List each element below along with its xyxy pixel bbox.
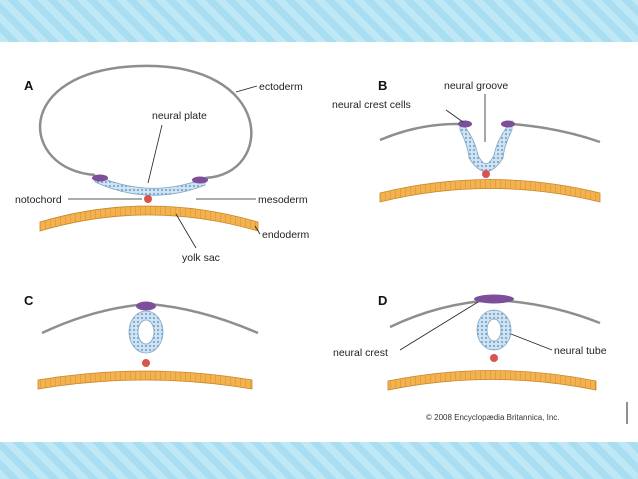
yolk-sac-leader <box>175 213 197 249</box>
panel-d: D neural crest neural tube <box>333 293 607 391</box>
label-endoderm: endoderm <box>262 229 310 241</box>
label-yolk-sac: yolk sac <box>182 252 220 264</box>
label-notochord: notochord <box>15 194 62 206</box>
yolk-sac-d <box>387 370 597 391</box>
label-neural-crest: neural crest <box>333 347 388 359</box>
endoderm-leader <box>254 225 261 235</box>
neural-crest-cells-left <box>458 120 472 128</box>
label-neural-crest-cells: neural crest cells <box>332 99 411 111</box>
neural-crest-leader <box>399 301 479 351</box>
notochord-a <box>144 195 152 203</box>
label-neural-groove: neural groove <box>444 80 508 92</box>
bottom-decorative-band <box>0 442 638 479</box>
notochord-c <box>142 359 150 367</box>
neural-tube-lumen-c <box>137 319 155 345</box>
copyright-credit: © 2008 Encyclopædia Britannica, Inc. <box>426 413 560 422</box>
neural-crest-c <box>136 301 156 311</box>
ectoderm-leader <box>235 85 258 93</box>
neural-crest-cells-leader <box>445 109 464 123</box>
neural-crest-cells-right <box>501 120 515 128</box>
label-neural-tube: neural tube <box>554 345 607 357</box>
yolk-sac-b <box>379 179 601 203</box>
panel-a: A ectoderm neural plate notochord mesode… <box>15 64 310 264</box>
ectoderm-shell <box>38 64 253 180</box>
panel-b: B neural crest cells neural groove <box>332 78 601 203</box>
label-mesoderm: mesoderm <box>258 194 308 206</box>
neural-crest-mark-right <box>192 176 208 184</box>
neural-groove-tissue <box>459 119 513 172</box>
panel-letter-a: A <box>24 78 34 93</box>
notochord-b <box>482 170 490 178</box>
panel-letter-d: D <box>378 293 387 308</box>
neural-crest-mark-left <box>92 174 108 182</box>
neural-plate-tissue <box>94 174 206 196</box>
neural-plate-leader <box>147 124 163 184</box>
neural-crest-d <box>474 294 514 304</box>
label-neural-plate: neural plate <box>152 110 207 122</box>
ectoderm-b <box>379 122 601 144</box>
panel-letter-c: C <box>24 293 34 308</box>
yolk-sac-a <box>39 205 259 232</box>
yolk-sac-c <box>37 370 253 390</box>
panel-letter-b: B <box>378 78 387 93</box>
neural-tube-leader <box>510 333 553 351</box>
top-decorative-band <box>0 0 638 42</box>
neural-tube-lumen-d <box>486 318 502 342</box>
label-ectoderm: ectoderm <box>259 81 303 93</box>
panel-c: C <box>24 293 259 390</box>
notochord-d <box>490 354 498 362</box>
